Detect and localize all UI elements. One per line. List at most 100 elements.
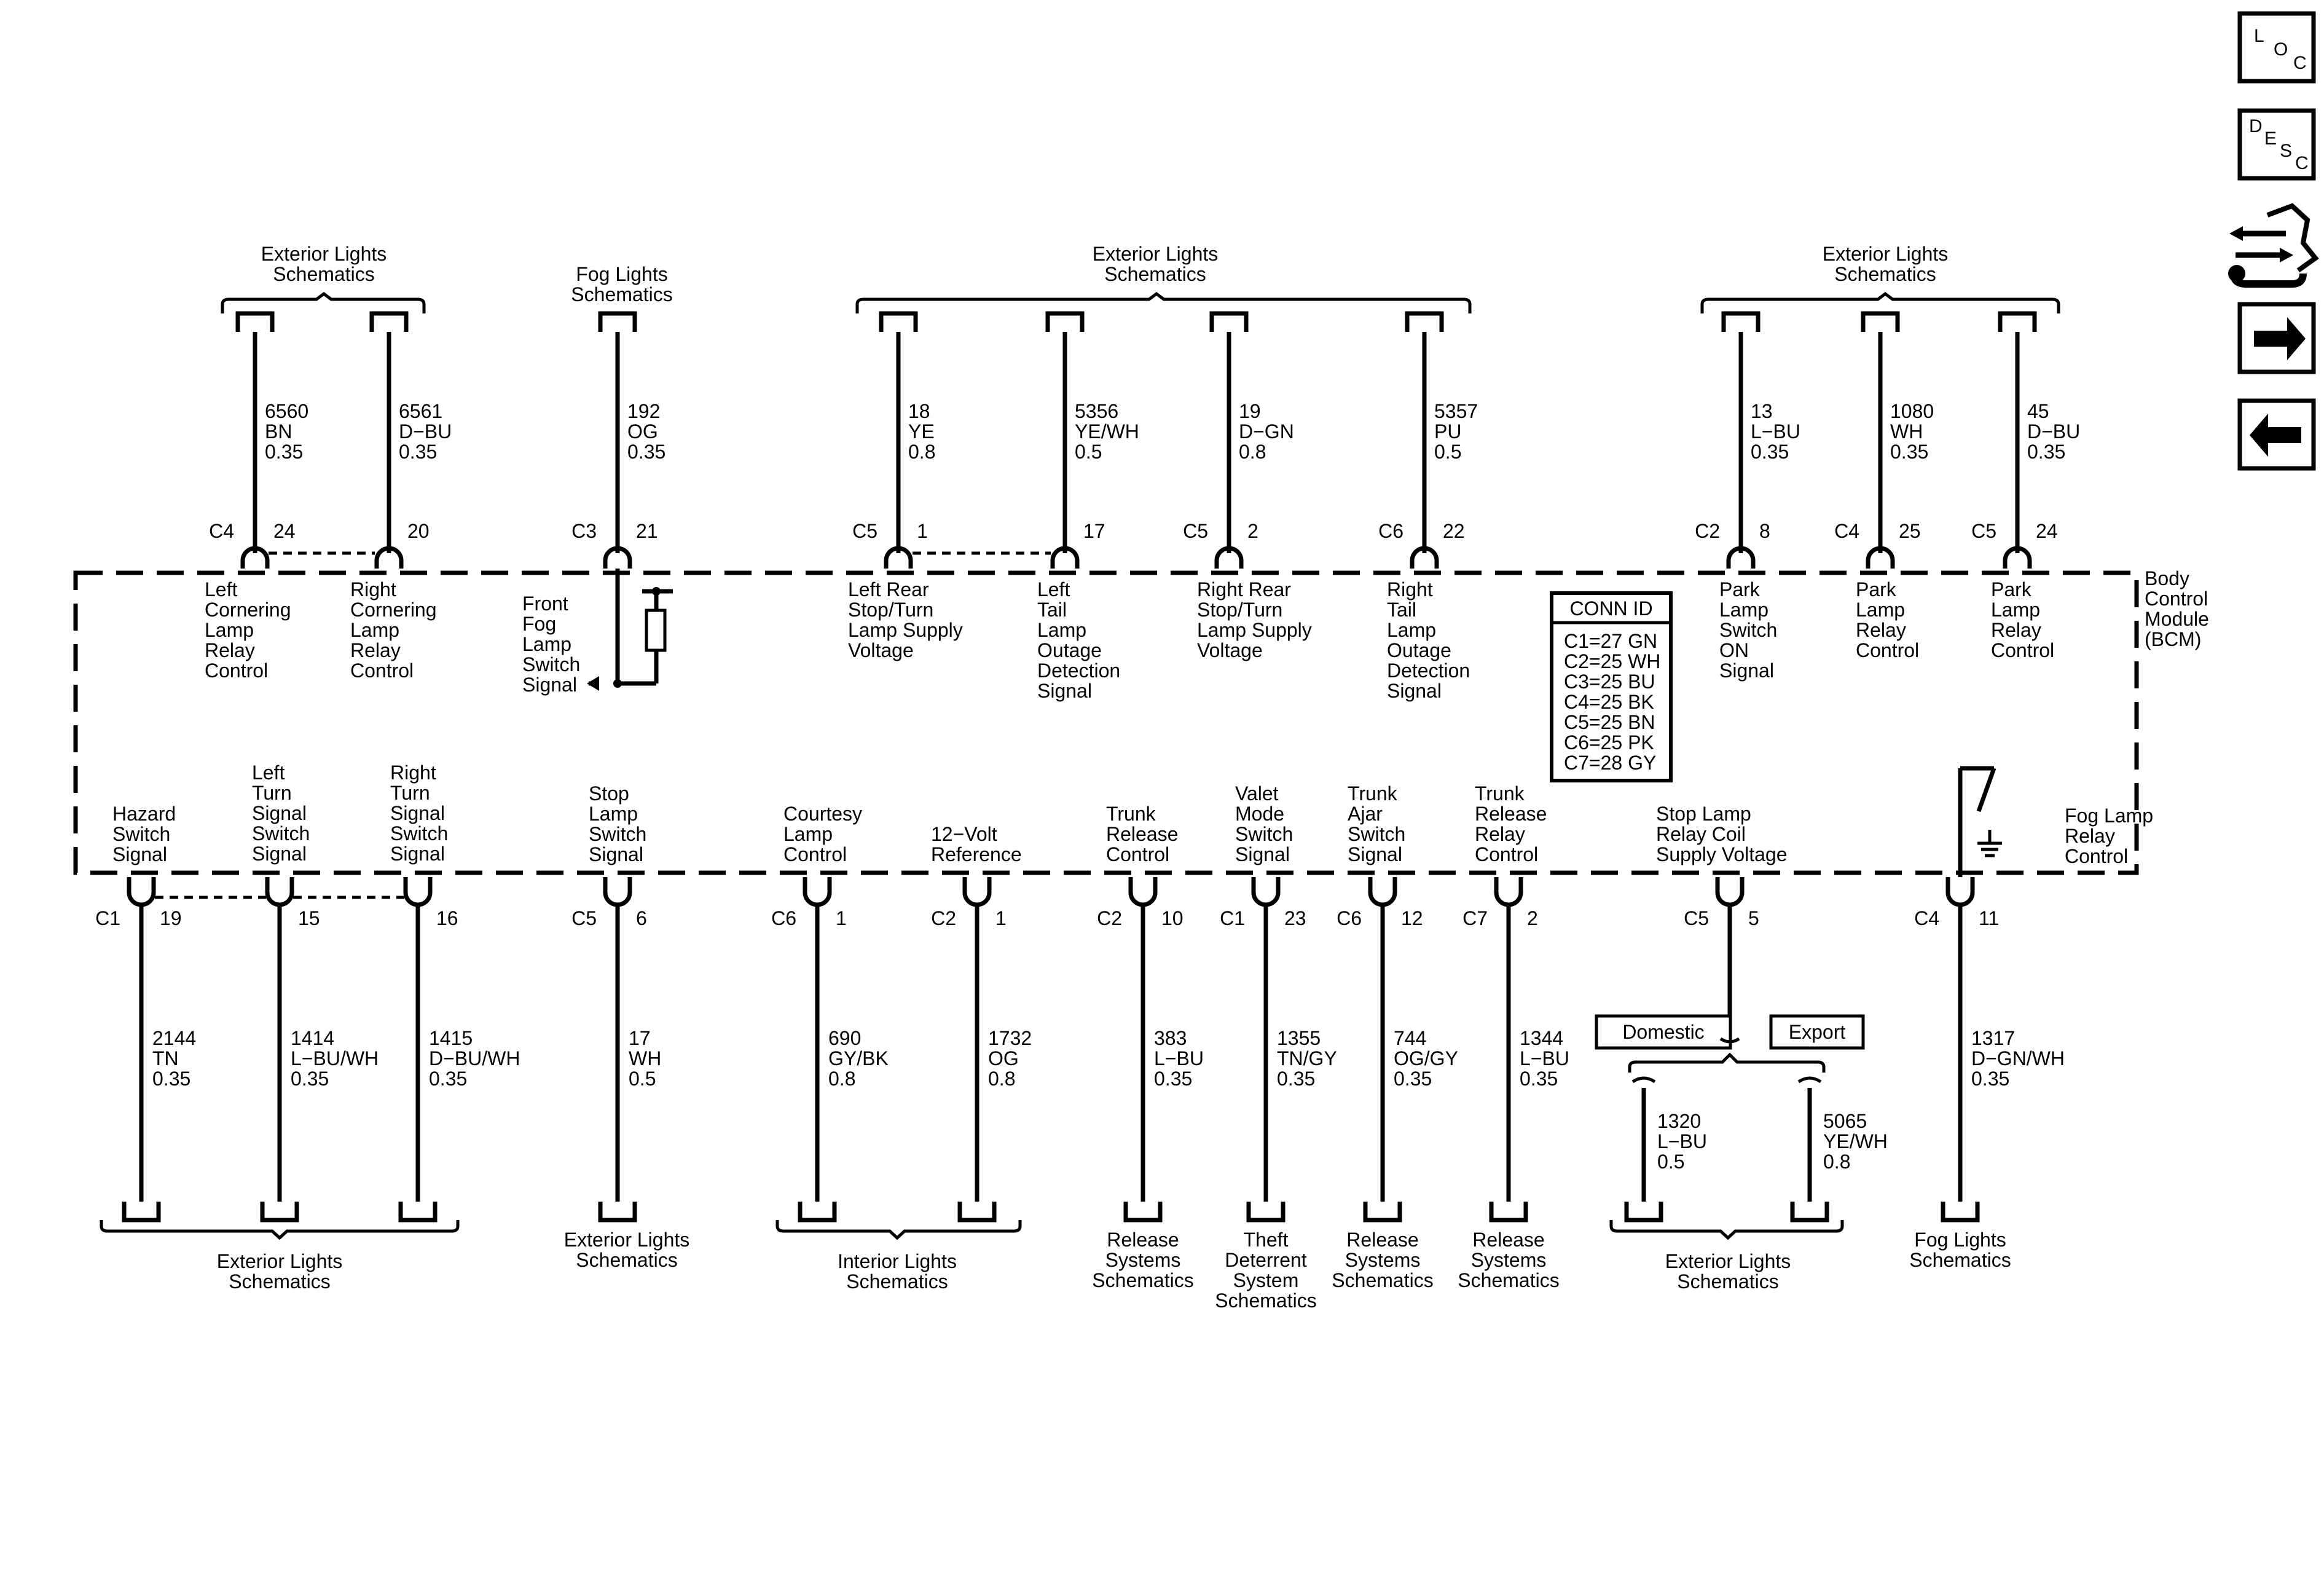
pin-number: 20: [407, 520, 430, 542]
terminal-cap: [1624, 1202, 1663, 1223]
pin-arch: [403, 877, 433, 907]
wire-label: 0.35: [1394, 1068, 1432, 1090]
circuit-function-label: Courtesy: [783, 803, 862, 825]
option-box-export: [1769, 1014, 1865, 1050]
group-label: Schematics: [846, 1270, 948, 1293]
circuit-function-label: Outage: [1037, 639, 1102, 661]
icon-wrench-head: [2228, 265, 2245, 282]
conn-id-row: C4=25 BK: [1564, 691, 1654, 713]
connector-id: C4: [209, 520, 234, 542]
terminal-cap: [879, 311, 918, 332]
conn-id-row: C3=25 BU: [1564, 671, 1655, 693]
pin-number: 15: [298, 907, 320, 929]
circuit-function-label: Release: [1475, 803, 1547, 825]
pin-number: 10: [1161, 907, 1184, 929]
pin-number: 25: [1899, 520, 1921, 542]
circuit-function-label: Front: [522, 593, 568, 615]
wire-label: 0.5: [1075, 441, 1102, 463]
icon-outline: [2266, 203, 2319, 273]
group-bracket: [1700, 291, 2060, 313]
wire-label: 1732: [988, 1027, 1032, 1049]
wire-label: 0.35: [152, 1068, 190, 1090]
group-label: Exterior Lights: [1665, 1250, 1791, 1272]
circuit-function-label: Switch: [589, 823, 646, 845]
wire-label: L−BU: [1751, 420, 1800, 443]
circuit-function-label: Release: [1106, 823, 1178, 845]
circuit-function-label: Valet: [1235, 782, 1279, 805]
wire-break: [1797, 1076, 1822, 1084]
loc-button[interactable]: LOC: [2237, 11, 2316, 84]
terminal-cap: [1363, 1202, 1402, 1223]
pin-number: 1: [995, 907, 1007, 929]
wire-label: 0.8: [1239, 441, 1266, 463]
conn-id-row: C7=28 GY: [1564, 752, 1656, 774]
circuit-function-label: Reference: [931, 843, 1022, 865]
group-label: Release: [1472, 1229, 1544, 1251]
connector-id: C5: [1971, 520, 1996, 542]
wire-label: L−BU: [1657, 1130, 1707, 1152]
wire-label: 383: [1154, 1027, 1187, 1049]
group-bracket: [855, 291, 1472, 313]
next-page-button[interactable]: [2237, 302, 2316, 374]
circuit-function-label: Turn: [252, 782, 292, 804]
terminal-cap: [1998, 311, 2037, 332]
circuit-function-label: Signal: [1037, 680, 1092, 702]
circuit-function-label: Signal: [252, 802, 307, 824]
wire-label: 0.8: [988, 1068, 1015, 1090]
circuit-function-label: Signal: [390, 843, 445, 865]
circuit-function-label: Lamp: [1991, 599, 2040, 621]
connector-id: C6: [1378, 520, 1403, 542]
pin-number: 1: [917, 520, 928, 542]
circuit-function-label: Relay: [350, 639, 401, 661]
wire-label: 0.35: [265, 441, 303, 463]
conn-id-row: C1=27 GN: [1564, 630, 1657, 652]
circuit-function-label: Lamp: [1387, 619, 1436, 641]
circuit-function-label: Tail: [1387, 599, 1416, 621]
option-bracket: [1628, 1052, 1826, 1073]
circuit-function-label: Relay Coil: [1656, 823, 1746, 845]
pin-number: 1: [836, 907, 847, 929]
harness-connector-icon[interactable]: [2228, 203, 2319, 288]
circuit-function-label: Lamp: [1719, 599, 1769, 621]
wire-label: 13: [1751, 400, 1773, 422]
conn-id-row: C6=25 PK: [1564, 731, 1654, 754]
pin-number: 24: [2036, 520, 2058, 542]
terminal-cap: [1123, 1202, 1163, 1223]
pin-arch: [1214, 546, 1244, 569]
module-label: Module: [2145, 608, 2209, 630]
circuit-function-label: Fog Lamp: [2065, 805, 2153, 827]
conn-id-row: C2=25 WH: [1564, 650, 1660, 672]
circuit-function-label: Lamp: [589, 803, 638, 825]
switch-blade: [1976, 767, 1996, 813]
conn-id-title: CONN ID: [1569, 597, 1652, 620]
terminal-cap: [1941, 1202, 1980, 1223]
wire-label: 0.5: [1434, 441, 1461, 463]
arrow-right-icon: [2254, 317, 2306, 360]
terminal-cap: [1489, 1202, 1528, 1223]
previous-page-button[interactable]: [2237, 398, 2316, 471]
pin-number: 21: [636, 520, 658, 542]
pin-number: 19: [160, 907, 182, 929]
circuit-function-label: Voltage: [1197, 639, 1263, 661]
wire-label: 18: [908, 400, 930, 422]
circuit-function-label: Switch: [112, 823, 170, 845]
group-bracket: [775, 1220, 1022, 1240]
circuit-function-label: Left: [205, 578, 237, 600]
circuit-function-label: Relay: [205, 639, 255, 661]
wire-label: YE: [908, 420, 935, 443]
group-label: Fog Lights: [1914, 1229, 2006, 1251]
wire-label: TN: [152, 1047, 179, 1069]
pin-arch: [1715, 877, 1745, 907]
desc-letter: D: [2249, 116, 2263, 136]
connector-id: C1: [1220, 907, 1245, 929]
group-label: Schematics: [273, 263, 374, 285]
circuit-function-label: Lamp: [205, 619, 254, 641]
